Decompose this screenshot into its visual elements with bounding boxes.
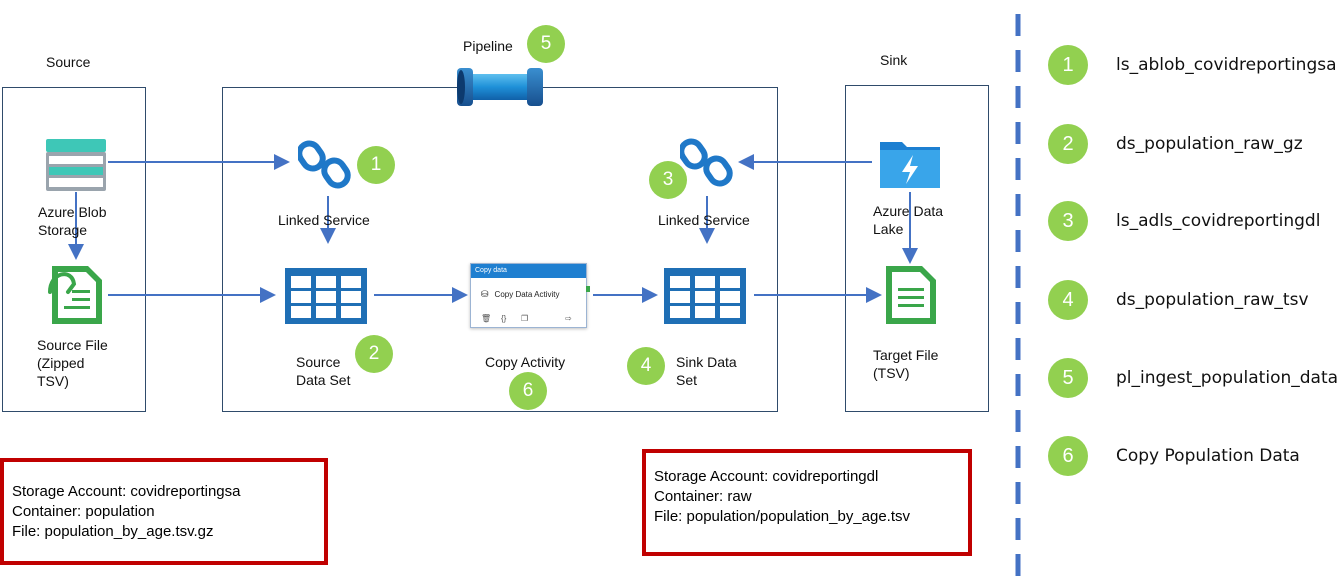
badge-source-ds: 2 [355,335,393,373]
badge-linked-right: 3 [649,161,687,199]
legend-text-5: pl_ingest_population_data [1116,368,1339,388]
azure-blob-icon [46,139,106,191]
copy-card-activity: Copy Data Activity [494,290,560,299]
copy-card-toolbar: 🗑 {} ❐ ⇨ [471,314,586,324]
linked-service-right-label: Linked Service [658,212,750,228]
sink-container: Container: raw [654,488,752,505]
linked-service-left-label: Linked Service [278,212,370,228]
copy-card-header: Copy data [471,264,586,278]
sink-info-box: Storage Account: covidreportingdl Contai… [642,449,972,556]
badge-linked-left: 1 [357,146,395,184]
sink-file-path: File: population/population_by_age.tsv [654,508,911,525]
delete-icon[interactable]: 🗑 [481,314,492,323]
badge-pipeline: 5 [527,25,565,63]
legend-divider [1015,14,1021,587]
azure-data-lake-icon [880,142,940,188]
link-icon-left [298,140,351,189]
badge-copy: 6 [509,372,547,410]
copy-icon[interactable]: ❐ [521,314,529,323]
copy-data-card[interactable]: Copy data ⛁ Copy Data Activity 🗑 {} ❐ ⇨ [470,263,590,328]
sink-dataset-label: Sink Data Set [676,354,737,388]
sink-dataset-icon [664,268,746,324]
source-account: Storage Account: covidreportingsa [12,483,241,500]
copy-card-body: ⛁ Copy Data Activity [471,288,586,301]
copy-activity-label: Copy Activity [485,354,566,370]
source-title: Source [46,54,91,70]
azure-blob-label: Azure Blob Storage [38,204,107,238]
badge-sink-ds: 4 [627,347,665,385]
source-file-icon [48,266,102,324]
target-file-icon [886,266,936,324]
legend-badge-6: 6 [1048,436,1088,476]
legend-text-2: ds_population_raw_gz [1116,134,1303,154]
azure-data-lake-label: Azure Data Lake [873,203,944,237]
source-info-box: Storage Account: covidreportingsa Contai… [0,458,328,565]
pipeline-icon [457,68,543,106]
code-icon[interactable]: {} [501,314,507,323]
legend-text-4: ds_population_raw_tsv [1116,290,1309,310]
connect-icon[interactable]: ⇨ [565,314,572,323]
legend-badge-2: 2 [1048,124,1088,164]
target-file-label: Target File (TSV) [873,347,939,381]
source-file-label: Source File (Zipped TSV) [37,337,108,389]
source-file-path: File: population_by_age.tsv.gz [12,523,214,540]
legend-text-6: Copy Population Data [1116,446,1300,466]
sink-account: Storage Account: covidreportingdl [654,468,879,485]
link-icon-right [680,138,733,187]
sink-title: Sink [880,52,908,68]
legend-text-1: ls_ablob_covidreportingsa [1116,55,1337,75]
legend-text-3: ls_adls_covidreportingdl [1116,211,1321,231]
copy-card-handle[interactable] [586,286,590,292]
sink-box [845,85,989,412]
legend-badge-5: 5 [1048,358,1088,398]
source-container: Container: population [12,503,155,520]
legend-badge-4: 4 [1048,280,1088,320]
legend-badge-3: 3 [1048,201,1088,241]
source-dataset-label: Source Data Set [296,354,351,388]
copy-db-icon: ⛁ [481,289,489,299]
pipeline-title: Pipeline [463,38,513,54]
source-dataset-icon [285,268,367,324]
source-box [2,87,146,412]
arrows [68,154,918,303]
legend-badge-1: 1 [1048,45,1088,85]
